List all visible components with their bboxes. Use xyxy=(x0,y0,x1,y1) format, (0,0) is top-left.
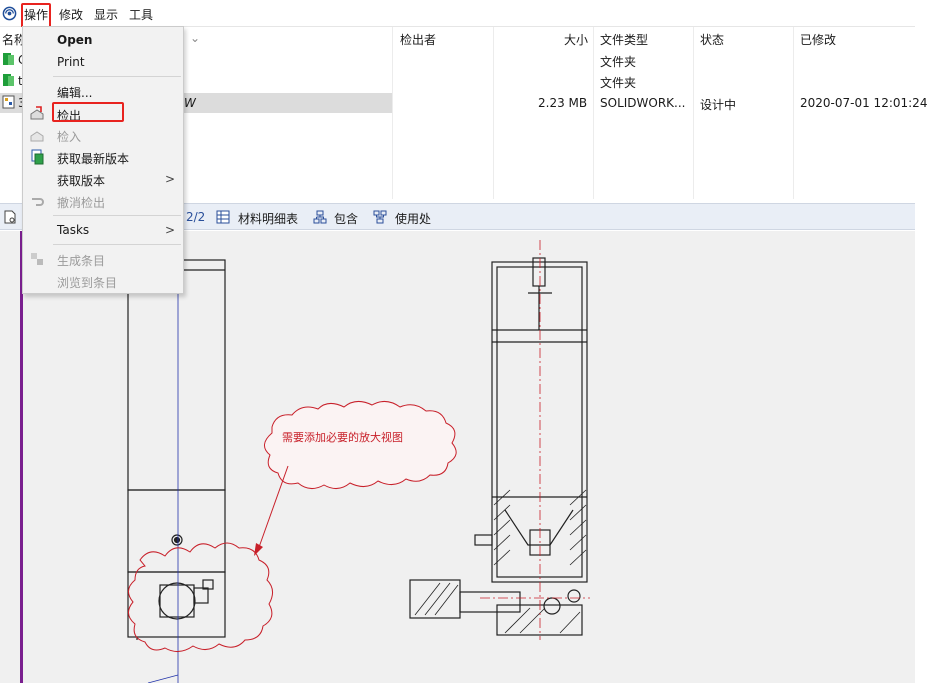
menu-operations[interactable]: 操作 xyxy=(24,8,49,22)
left-accent-bar xyxy=(20,231,23,683)
row-type: SOLIDWORK... xyxy=(600,96,686,110)
app-icon[interactable] xyxy=(2,6,17,21)
submenu-chevron-icon: > xyxy=(165,172,176,186)
row-name[interactable]: 3 xyxy=(18,96,26,110)
row-name-tail[interactable]: W xyxy=(184,96,196,110)
column-header-name[interactable]: 名称 xyxy=(2,33,27,47)
row-name[interactable]: t xyxy=(18,74,23,88)
row-modified: 2020-07-01 12:01:24 xyxy=(800,96,927,110)
contains-icon xyxy=(313,210,327,224)
menu-item-generate-entry[interactable]: 生成条目 xyxy=(57,254,106,268)
row-type: 文件夹 xyxy=(600,55,637,69)
drawing-svg xyxy=(127,240,590,683)
drawing-file-icon xyxy=(2,95,15,109)
menu-item-open[interactable]: Open xyxy=(57,33,93,47)
get-latest-version-icon xyxy=(31,149,44,165)
bill-of-materials-icon xyxy=(216,210,230,224)
operations-dropdown-menu: Open Print 编辑... 检出 检入 获取最新版本 获取版本 > 撤消检… xyxy=(22,26,184,294)
drawing-preview: 需要添加必要的放大视图 xyxy=(0,231,915,683)
highlight-box-checkout xyxy=(52,102,124,122)
menu-item-checkout[interactable]: 检出 xyxy=(57,109,82,123)
folder-icon xyxy=(3,74,14,86)
undo-checkout-icon xyxy=(32,198,44,206)
highlight-box-menu xyxy=(21,3,51,28)
menu-tools[interactable]: 工具 xyxy=(129,8,154,22)
column-header-size[interactable]: 大小 xyxy=(564,33,589,47)
where-used-icon xyxy=(373,210,387,224)
submenu-chevron-icon: > xyxy=(165,223,176,237)
menu-bar: 操作 修改 显示 工具 xyxy=(0,0,915,27)
menu-item-tasks[interactable]: Tasks xyxy=(57,223,90,237)
column-header-modified[interactable]: 已修改 xyxy=(800,33,837,47)
menu-item-edit[interactable]: 编辑... xyxy=(57,86,93,100)
checkout-icon xyxy=(30,106,44,120)
column-header-file-type[interactable]: 文件类型 xyxy=(600,33,649,47)
menu-item-get-version[interactable]: 获取版本 xyxy=(57,174,106,188)
menu-modify[interactable]: 修改 xyxy=(59,8,84,22)
menu-item-browse-entry[interactable]: 浏览到条目 xyxy=(57,276,118,290)
menu-display[interactable]: 显示 xyxy=(94,8,119,22)
annotation-cloud-text: 需要添加必要的放大视图 xyxy=(282,431,403,444)
document-preview-icon[interactable] xyxy=(3,210,17,224)
tab-contains[interactable]: 包含 xyxy=(334,212,359,226)
row-size: 2.23 MB xyxy=(538,96,588,110)
tab-bill-of-materials[interactable]: 材料明细表 xyxy=(238,212,299,226)
folder-icon xyxy=(3,53,14,65)
menu-item-undo-checkout[interactable]: 撤消检出 xyxy=(57,196,106,210)
tab-where-used[interactable]: 使用处 xyxy=(395,212,432,226)
column-header-checked-out-by[interactable]: 检出者 xyxy=(400,33,437,47)
generate-entry-icon xyxy=(31,253,43,265)
row-state: 设计中 xyxy=(700,98,737,112)
column-header-state[interactable]: 状态 xyxy=(700,33,725,47)
menu-item-get-latest[interactable]: 获取最新版本 xyxy=(57,152,130,166)
sort-chevron-icon[interactable]: ⌄ xyxy=(190,31,201,45)
menu-item-checkin[interactable]: 检入 xyxy=(57,130,82,144)
checkin-icon xyxy=(30,131,44,142)
row-type: 文件夹 xyxy=(600,76,637,90)
menu-item-print[interactable]: Print xyxy=(57,55,85,69)
page-indicator: 2/2 xyxy=(186,210,206,224)
